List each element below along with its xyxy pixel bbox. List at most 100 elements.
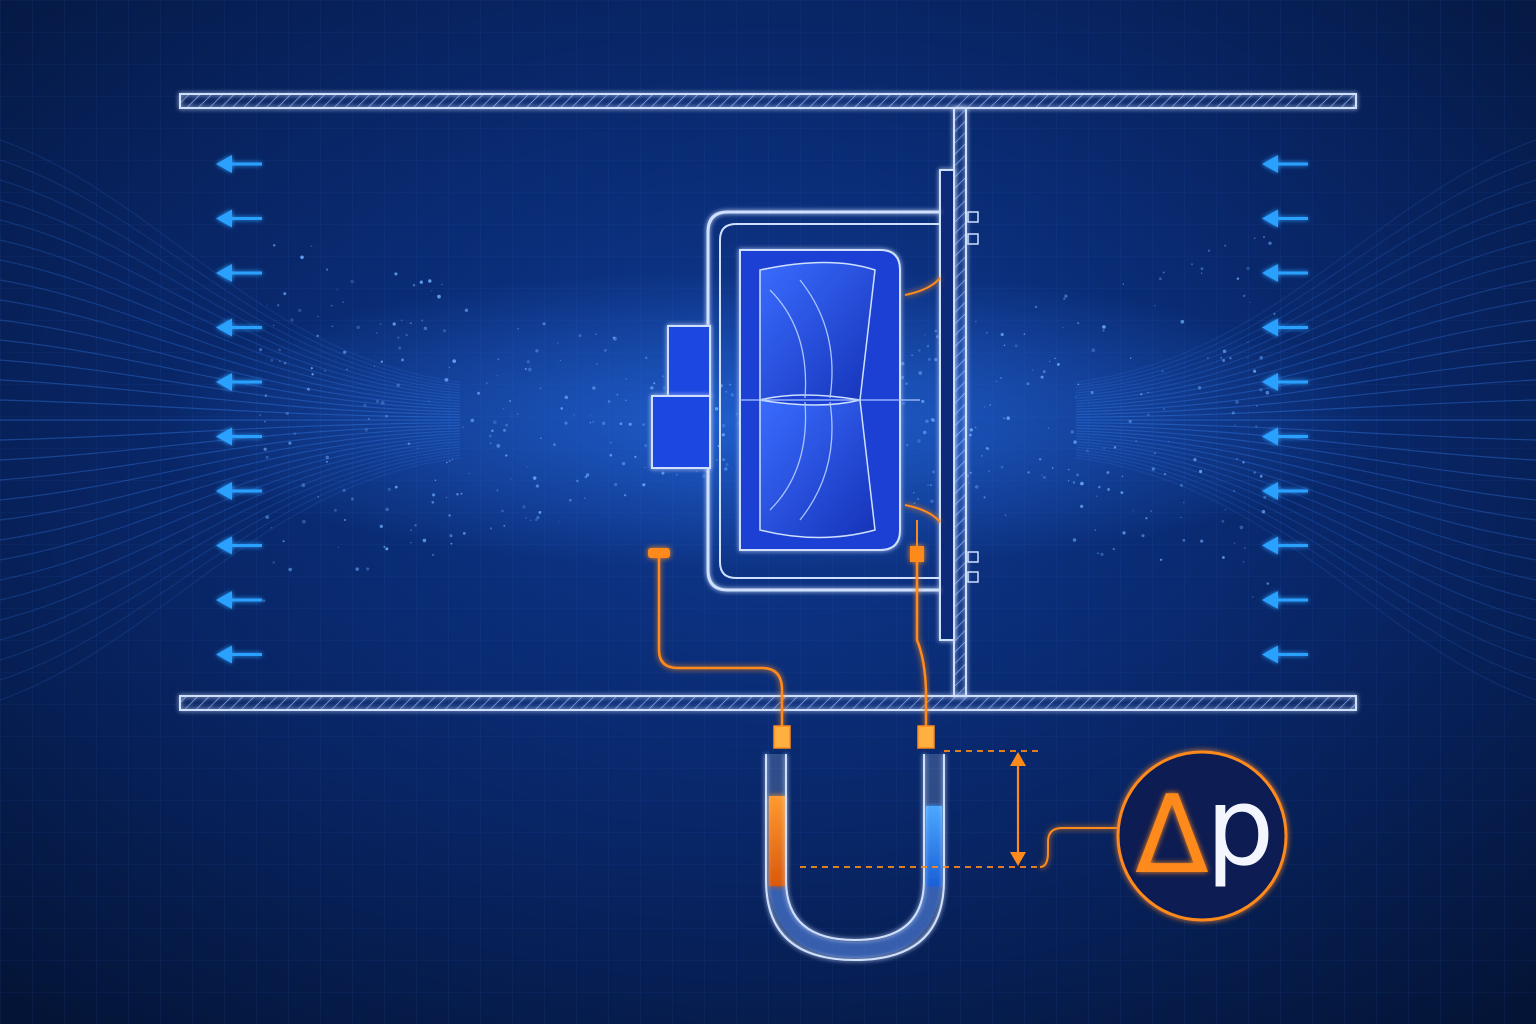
particle [397,336,400,339]
particle [285,411,289,416]
particle [974,485,979,489]
streamline [0,422,461,441]
particle [576,479,579,483]
particle [427,400,430,403]
particle [419,280,423,284]
particle [1120,491,1124,494]
particle [722,458,725,461]
inlet-cone [904,277,941,523]
particle [1261,509,1266,514]
particle [258,413,262,417]
particle [273,244,276,247]
particle [316,334,319,338]
particle [1200,267,1204,271]
streamline [0,457,461,701]
arrow-left-icon [216,482,262,500]
particle [526,466,528,468]
particle [1091,348,1096,353]
particle [1000,465,1004,469]
mounting-plate [939,169,955,641]
particle [592,421,594,423]
arrow-left-icon [1262,264,1308,282]
leader-line [1039,827,1118,868]
particle [931,470,936,474]
particle [1086,449,1089,453]
particle [609,453,613,457]
particle [1098,485,1101,489]
particle [1041,474,1043,477]
particle [330,304,333,307]
particle [485,382,488,384]
particle [1253,237,1256,239]
particle [1064,294,1068,298]
delta-symbol: Δ [1135,773,1209,898]
particle [735,413,738,416]
particle [1222,556,1225,559]
particle [934,329,938,333]
particle [460,492,463,495]
particle [367,417,370,421]
particle [1190,263,1194,266]
particle [1006,416,1011,421]
particle [396,383,400,387]
particle [470,418,475,423]
particle [653,382,656,385]
particle [1129,357,1132,359]
particle [911,354,913,356]
particle [564,395,569,400]
particle [614,483,618,487]
particle [969,433,972,437]
particle [385,547,389,551]
particle [1180,319,1185,324]
particle [451,458,454,461]
particle [1067,468,1070,471]
blade-edge [769,289,807,399]
streamline [0,379,461,416]
arrow-left-icon [1262,318,1308,337]
particle [913,502,916,504]
particle [1107,488,1111,491]
particle [1135,439,1138,442]
particle [1073,440,1077,444]
particle [1259,355,1264,360]
particle [583,497,586,500]
particle [969,428,973,432]
particle [445,496,448,499]
particle [333,508,337,512]
particle [1162,408,1165,411]
particle [462,532,466,535]
particle [272,324,275,327]
particle [503,524,506,527]
particle [927,357,931,361]
particle [1034,305,1038,309]
particle [423,326,428,331]
streamline [0,139,461,383]
particle [491,429,494,432]
particle [496,444,501,448]
particle [619,422,623,426]
particle [1048,360,1051,363]
particle [974,426,977,429]
fan-blade [759,399,876,539]
streamline [0,430,461,501]
particle [516,413,519,415]
particle [1072,481,1076,484]
particle [721,433,725,437]
u-tube-manometer-icon [765,754,945,962]
particle [925,419,929,424]
particle [364,427,369,432]
streamline [0,159,461,386]
particle [1255,425,1258,428]
particle [1247,341,1249,343]
particle [624,494,627,497]
manometer-outer-wall [765,754,945,962]
particle [1106,471,1110,474]
particle [1072,538,1077,542]
streamline [1075,279,1536,402]
particle [1163,473,1167,476]
particle [536,516,540,520]
particle [278,348,281,352]
particle [350,279,354,284]
particle [293,432,297,435]
particle [538,510,542,514]
